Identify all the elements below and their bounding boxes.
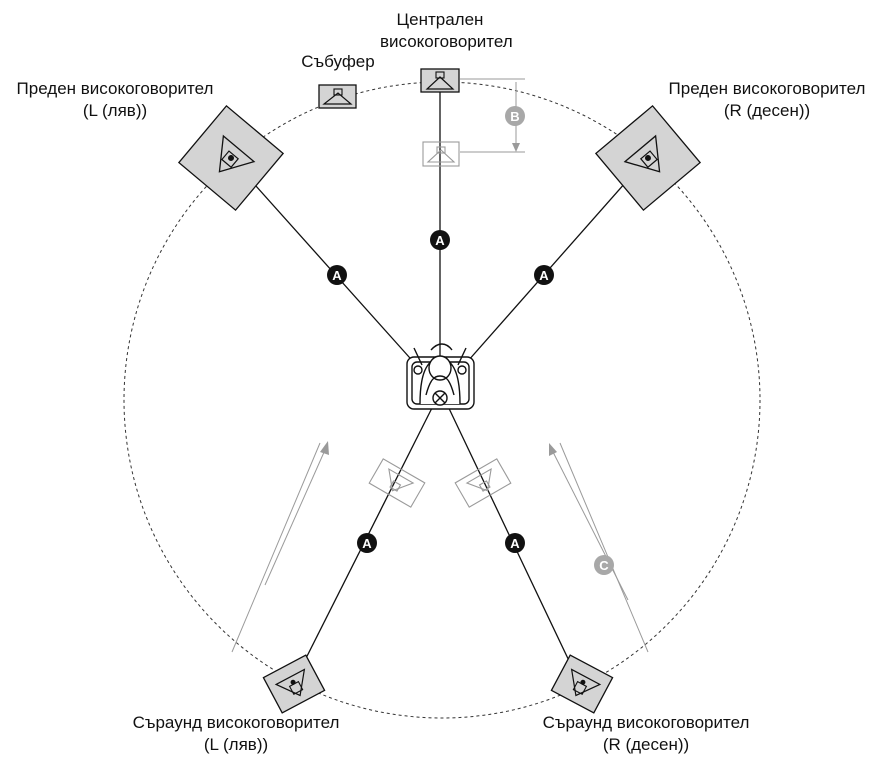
label-center-speaker: Централен високоговорител: [380, 9, 513, 53]
svg-text:A: A: [332, 268, 342, 283]
label-surround-left: Съраунд високоговорител (L (ляв)): [118, 712, 354, 756]
surround-left-speaker: [262, 654, 326, 714]
label-surround-right: Съраунд високоговорител (R (десен)): [528, 712, 764, 756]
label-subwoofer: Събуфер: [301, 52, 375, 71]
label-front-right: Преден високоговорител (R (десен)): [652, 78, 882, 122]
front-right-speaker: [594, 104, 702, 212]
line-front-right: [459, 156, 649, 371]
label-front-right-line2: (R (десен)): [723, 101, 811, 120]
label-front-left-line2: (L (ляв)): [82, 101, 148, 120]
surround-right-speaker: [550, 654, 614, 714]
marker-c: C: [594, 555, 614, 575]
subwoofer: [318, 84, 357, 109]
svg-text:A: A: [435, 233, 445, 248]
marker-a-surround-left: A: [357, 533, 377, 553]
label-front-right-line1: Преден високоговорител: [668, 79, 866, 98]
label-surround-left-line2: (L (ляв)): [203, 735, 269, 754]
label-center-line2: високоговорител: [380, 32, 513, 51]
marker-a-center: A: [430, 230, 450, 250]
label-center-line1: Централен: [396, 10, 484, 29]
line-front-left: [229, 156, 419, 368]
marker-a-surround-right: A: [505, 533, 525, 553]
center-speaker: [420, 68, 460, 93]
ghost-surround-right-speaker: [454, 458, 512, 508]
svg-text:C: C: [599, 558, 609, 573]
listening-circle: [123, 81, 761, 719]
ghost-center-speaker: [422, 141, 460, 167]
svg-text:A: A: [362, 536, 372, 551]
marker-a-front-left: A: [327, 265, 347, 285]
offset-c-dimension: [231, 441, 649, 653]
listener-chair-icon: [406, 343, 475, 410]
label-surround-left-line1: Съраунд високоговорител: [132, 713, 340, 732]
svg-text:A: A: [539, 268, 549, 283]
svg-text:B: B: [510, 109, 519, 124]
label-surround-right-line1: Съраунд високоговорител: [542, 713, 750, 732]
label-front-left: Преден високоговорител (L (ляв)): [0, 78, 230, 122]
ghost-surround-left-speaker: [368, 458, 426, 508]
marker-b: B: [505, 106, 525, 126]
label-front-left-line1: Преден високоговорител: [16, 79, 214, 98]
marker-a-front-right: A: [534, 265, 554, 285]
label-surround-right-line2: (R (десен)): [602, 735, 690, 754]
front-left-speaker: [177, 104, 285, 212]
svg-text:A: A: [510, 536, 520, 551]
